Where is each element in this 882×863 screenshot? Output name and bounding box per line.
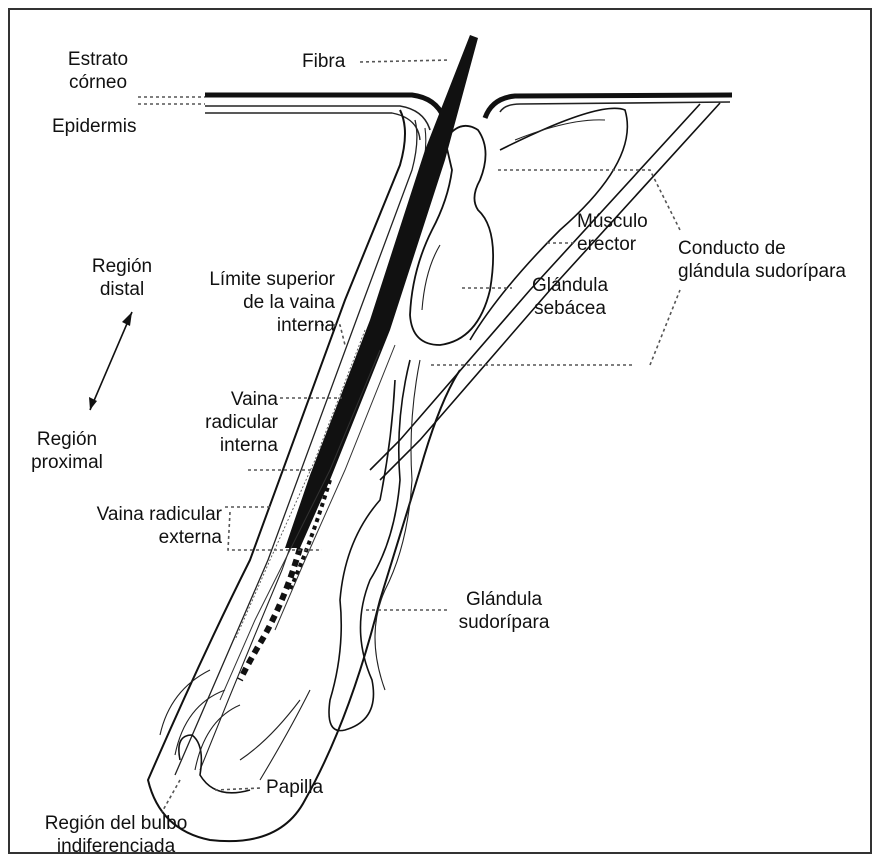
distal-proximal-arrow [89,312,132,410]
label-papilla: Papilla [266,776,323,799]
label-line: Músculo [577,210,648,233]
label-region-distal: Región distal [82,255,162,301]
label-line: Región [82,255,162,278]
hair-fiber [240,35,478,680]
label-vaina-interna: Vaina radicular interna [150,388,278,457]
label-line: indiferenciada [26,835,206,858]
label-line: erector [577,233,648,256]
label-line: glándula sudorípara [678,260,846,283]
label-line: Región [22,428,112,451]
label-region-bulbo: Región del bulbo indiferenciada [26,812,206,858]
label-line: sebácea [515,297,625,320]
label-line: Conducto de [678,237,846,260]
label-musculo-erector: Músculo erector [577,210,648,256]
label-line: Estrato [58,48,138,71]
label-line: interna [170,314,335,337]
label-glandula-sudoripara: Glándula sudorípara [445,588,563,634]
label-region-proximal: Región proximal [22,428,112,474]
label-line: proximal [22,451,112,474]
label-line: interna [150,434,278,457]
label-line: de la vaina [170,291,335,314]
label-limite-superior: Límite superior de la vaina interna [170,268,335,337]
label-line: Glándula [515,274,625,297]
label-conducto: Conducto de glándula sudorípara [678,237,846,283]
label-line: sudorípara [445,611,563,634]
label-line: radicular [150,411,278,434]
label-line: Límite superior [170,268,335,291]
label-line: Vaina radicular [52,503,222,526]
label-line: Vaina [150,388,278,411]
label-line: externa [52,526,222,549]
label-line: distal [82,278,162,301]
label-estrato-corneo: Estrato córneo [58,48,138,94]
label-line: Región del bulbo [26,812,206,835]
label-line: Glándula [445,588,563,611]
label-vaina-externa: Vaina radicular externa [52,503,222,549]
label-fibra: Fibra [302,50,345,73]
label-line: córneo [58,71,138,94]
label-glandula-sebacea: Glándula sebácea [515,274,625,320]
skin-surface [205,95,732,140]
label-epidermis: Epidermis [52,115,136,138]
bulb [160,670,310,793]
